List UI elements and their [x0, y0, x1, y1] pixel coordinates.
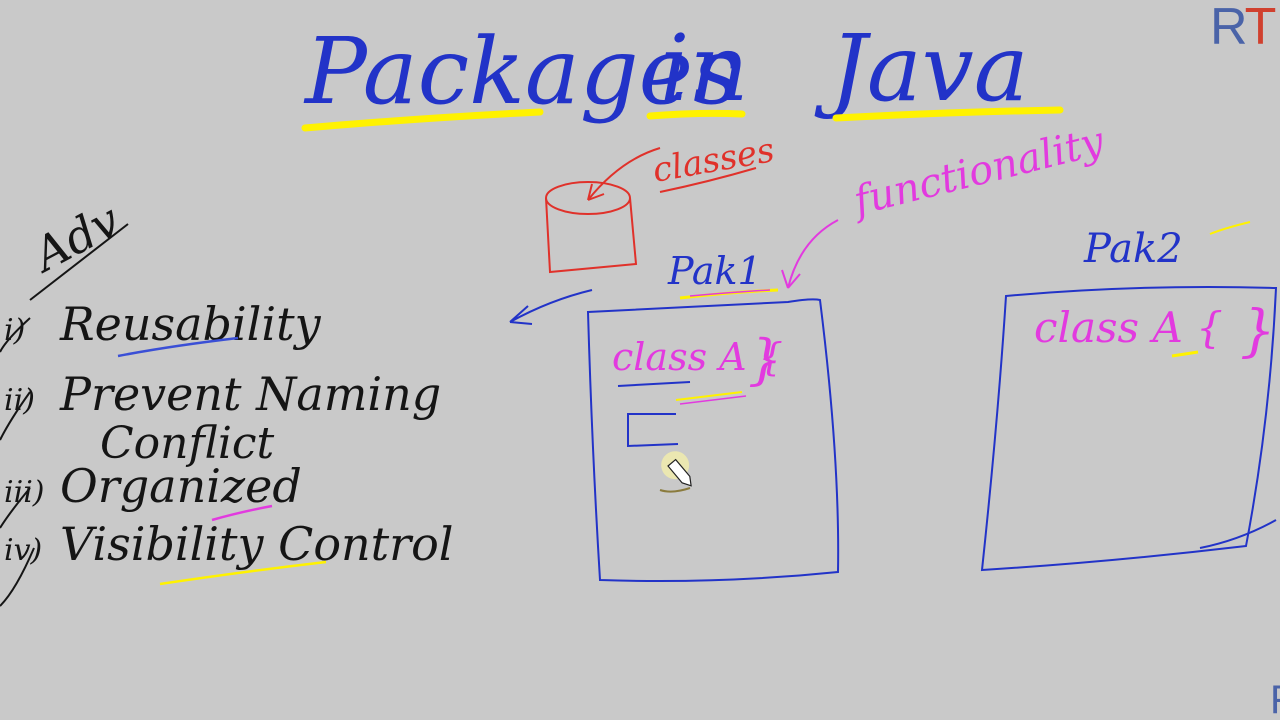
package-pak2: Pak2 class A { } [980, 221, 1278, 572]
package1-code: class A { [612, 335, 783, 379]
advantages-list: Adv i) Reusability ii) Prevent Naming Co… [0, 192, 454, 607]
functionality-label: functionality [846, 118, 1109, 226]
advantages-bracket [0, 317, 35, 607]
package2-brace: } [1240, 299, 1276, 364]
functionality-note: functionality [781, 118, 1110, 289]
advantage-item-1: Reusability [59, 297, 322, 351]
logo-letter-t: T [1244, 0, 1277, 56]
package1-label: Pak1 [667, 249, 762, 293]
package-pak1: Pak1 class A { } [509, 249, 840, 582]
package2-label: Pak2 [1083, 226, 1183, 272]
logo-letter-r: R [1210, 0, 1247, 56]
title-word-in: in [660, 15, 749, 122]
title-highlight-packages [301, 108, 544, 132]
title-highlight-in [646, 109, 746, 120]
pencil-cursor-icon [661, 451, 692, 487]
title: Packages in Java [301, 15, 1064, 132]
advantage-item-4-magenta-stroke [211, 504, 273, 522]
title-word-java: Java [814, 15, 1029, 122]
advantage-item-3: Organized [60, 459, 302, 513]
title-word-packages: Packages [303, 18, 740, 125]
advantage-numeral-2: ii) [4, 383, 35, 418]
classes-arrow [587, 147, 661, 201]
advantage-numeral-3: iii) [4, 475, 45, 510]
advantage-item-4-underline [159, 560, 327, 586]
channel-logo: RT [1210, 0, 1280, 56]
advantage-item-2-cont: Conflict [100, 418, 275, 469]
advantage-item-4: Visibility Control [60, 517, 454, 571]
functionality-arrow [781, 219, 839, 289]
advantage-item-2: Prevent Naming [59, 367, 441, 421]
advantages-heading: Adv [21, 192, 128, 283]
package2-box [980, 286, 1278, 572]
package1-method-shape [627, 413, 679, 448]
advantage-item-1-underline [117, 336, 239, 358]
package1-brace: } [748, 328, 782, 391]
corner-logo-fragment: F [1270, 680, 1280, 720]
title-highlight-java [832, 106, 1064, 122]
package1-export-arrow [509, 289, 593, 325]
cylinder-label: classes [650, 130, 778, 191]
advantages-heading-slash [29, 223, 129, 301]
package1-box [586, 298, 840, 582]
package2-code: class A { [1034, 303, 1223, 352]
advantage-numeral-4: iv) [4, 533, 42, 568]
